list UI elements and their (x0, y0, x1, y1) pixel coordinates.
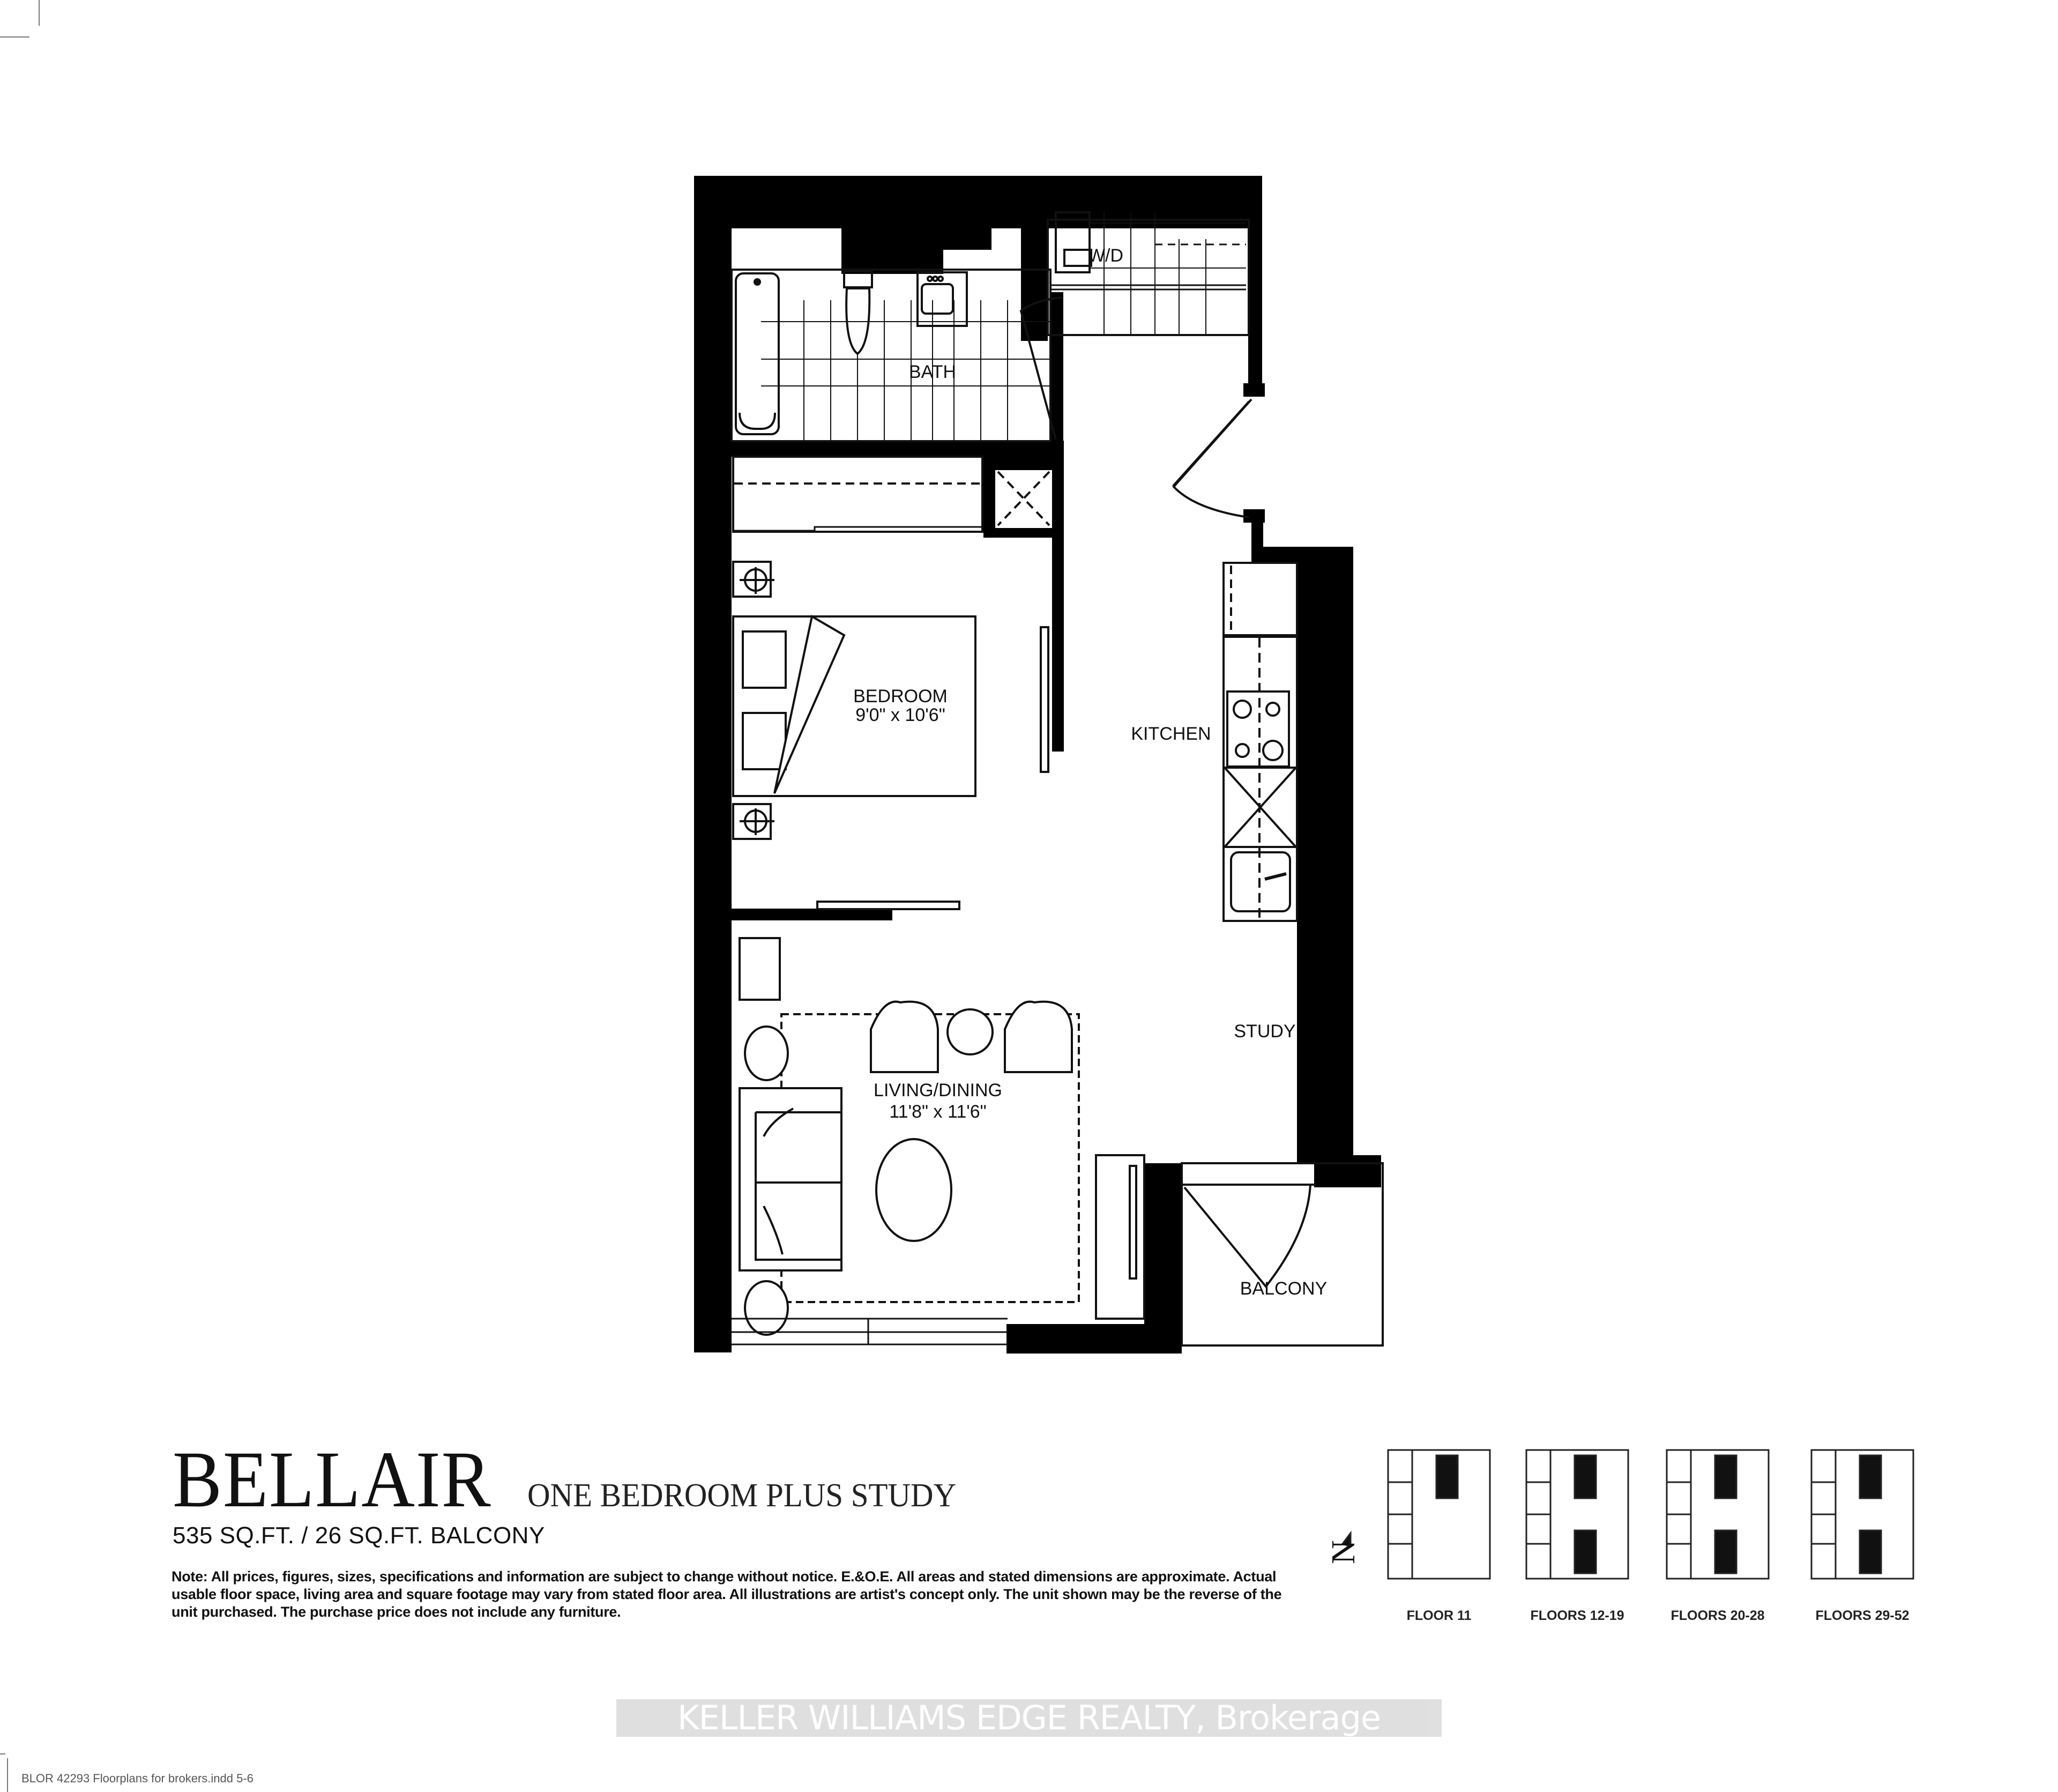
keyplans (1341, 1449, 1914, 1580)
keyplan-floor-11 (1387, 1449, 1491, 1580)
keyplan-floors-29-52 (1810, 1449, 1914, 1580)
file-slug: BLOR 42293 Floorplans for brokers.indd 5… (21, 1772, 253, 1785)
kitchen-sink-icon (1230, 851, 1291, 912)
crop-mark (7, 1758, 8, 1792)
room-labels: W/D BATH BEDROOM 9'0" x 10'6" KITCHEN LI… (853, 246, 1327, 1299)
keyplan-floors-20-28 (1666, 1449, 1770, 1580)
room-dims-bedroom: 9'0" x 10'6" (855, 705, 945, 725)
crop-mark (39, 0, 40, 26)
crop-mark (0, 1753, 5, 1754)
room-label-bedroom: BEDROOM (853, 686, 948, 707)
keyplan-label-floors-29-52: FLOORS 29-52 (1815, 1608, 1910, 1623)
bed-icon (732, 615, 976, 797)
coffee-table-icon (875, 1138, 952, 1242)
north-arrow-icon (1341, 1530, 1352, 1548)
fixtures (730, 211, 1384, 1347)
room-label-bath: BATH (909, 362, 956, 382)
keyplan-label-floor-11: FLOOR 11 (1406, 1608, 1472, 1623)
title-block: BELLAIR ONE BEDROOM PLUS STUDY (173, 1439, 979, 1520)
armchair-icon (870, 1000, 939, 1073)
keyplan-label-floors-12-19: FLOORS 12-19 (1530, 1608, 1624, 1623)
armchair-icon (1004, 1000, 1073, 1073)
sink-icon (916, 271, 968, 327)
keyplan-label-floors-20-28: FLOORS 20-28 (1671, 1608, 1765, 1623)
tv-stand-icon (1095, 1154, 1145, 1320)
washer-dryer-icon (1055, 211, 1091, 273)
bathtub-icon (735, 272, 780, 435)
north-label: N (1325, 1540, 1362, 1564)
room-dims-living: 11'8" x 11'6" (889, 1102, 986, 1122)
crop-mark (0, 36, 29, 38)
room-label-living: LIVING/DINING (874, 1080, 1002, 1101)
room-label-wd: W/D (1088, 246, 1123, 266)
walls (694, 176, 1381, 1354)
keyplan-floors-12-19 (1525, 1449, 1629, 1580)
room-label-kitchen: KITCHEN (1131, 724, 1211, 744)
unit-name: BELLAIR (173, 1435, 492, 1524)
unit-type: ONE BEDROOM PLUS STUDY (527, 1477, 956, 1514)
room-label-study: STUDY (1234, 1021, 1295, 1042)
disclaimer: Note: All prices, figures, sizes, specif… (172, 1568, 1282, 1620)
room-label-balcony: BALCONY (1240, 1278, 1328, 1299)
brokerage-watermark: KELLER WILLIAMS EDGE REALTY, Brokerage (616, 1699, 1442, 1737)
unit-area: 535 SQ.FT. / 26 SQ.FT. BALCONY (173, 1522, 545, 1549)
